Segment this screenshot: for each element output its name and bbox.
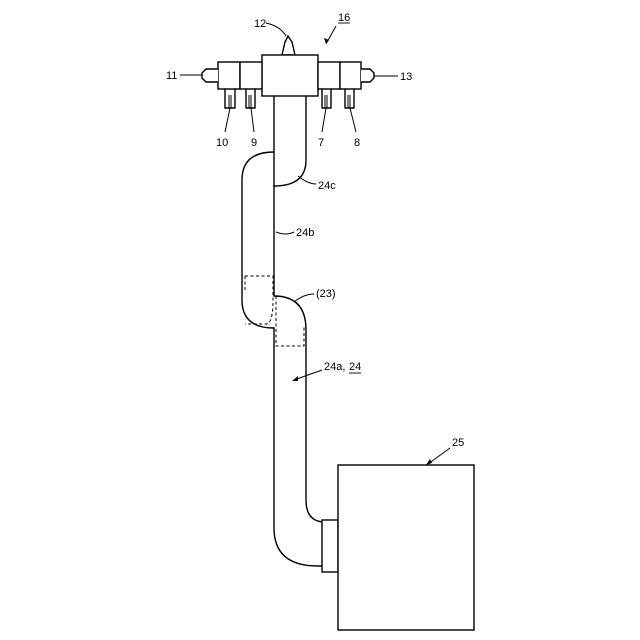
joint-lower-dashed: [276, 296, 304, 346]
right-valve-body: [340, 62, 361, 89]
label-24: 24: [349, 361, 361, 373]
tube-bend-23: [274, 296, 325, 522]
valve-assembly: [202, 36, 374, 108]
label-12: 12: [254, 18, 266, 30]
container-25: [338, 465, 474, 630]
label-11: 11: [166, 70, 177, 82]
label-24c: 24c: [318, 180, 336, 192]
tube-segment-24c: [274, 96, 306, 186]
right-connector-body: [318, 62, 340, 89]
tube-bend-upper: [242, 152, 274, 328]
left-port: [202, 69, 218, 82]
label-7: 7: [318, 137, 324, 149]
right-port: [361, 69, 374, 82]
label-24a: 24a,: [324, 361, 345, 373]
label-9: 9: [251, 137, 257, 149]
tube-24: [242, 96, 338, 572]
label-10: 10: [216, 137, 228, 149]
label-25: 25: [452, 437, 464, 449]
inlet-flange: [322, 520, 338, 572]
left-connector-body: [240, 62, 262, 89]
tube-segment-24a: [274, 328, 325, 566]
left-valve-body: [218, 62, 240, 89]
central-block: [262, 55, 318, 96]
label-24b: 24b: [296, 227, 314, 239]
top-nozzle: [282, 36, 295, 55]
label-23: (23): [316, 288, 336, 300]
joint-upper-dashed: [245, 276, 273, 324]
label-16: 16: [338, 12, 350, 24]
label-8: 8: [354, 137, 360, 149]
label-13: 13: [400, 71, 412, 83]
stem-10: [225, 89, 235, 108]
